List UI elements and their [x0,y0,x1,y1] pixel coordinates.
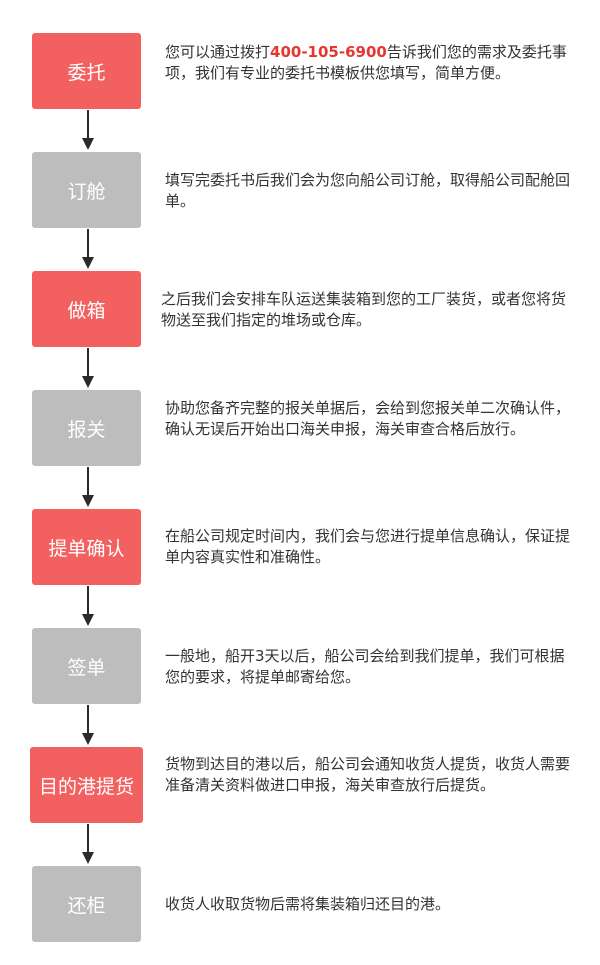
phone-number: 400-105-6900 [270,43,387,61]
arrow-down-icon [82,229,94,269]
arrow-down-icon [82,705,94,745]
step-label: 目的港提货 [38,775,134,798]
step-description-return: 收货人收取货物后需将集装箱归还目的港。 [165,895,451,913]
step-label: 报关 [67,418,106,441]
step-description-bl-confirm: 在船公司规定时间内，我们会与您进行提单信息确认，保证提单内容真实性和准确性。 [165,527,571,566]
step-box-sign: 签单 [32,628,141,704]
step-label: 提单确认 [48,537,125,560]
arrow-down-icon [82,824,94,864]
step-label: 订舱 [67,180,106,203]
step-description-customs: 协助您备齐完整的报关单据后，会给到您报关单二次确认件，确认无误后开始出口海关申报… [165,399,571,438]
step-box-bl-confirm: 提单确认 [32,509,141,585]
step-box-booking: 订舱 [32,152,141,228]
step-description-booking: 填写完委托书后我们会为您向船公司订舱，取得船公司配舱回单。 [165,171,571,210]
step-box-return: 还柜 [32,866,141,942]
arrow-down-icon [82,467,94,507]
step-box-stuffing: 做箱 [32,271,141,347]
step-label: 还柜 [67,894,106,917]
step-description-stuffing: 之后我们会安排车队运送集装箱到您的工厂装货，或者您将货物送至我们指定的堆场或仓库… [161,290,567,329]
step-description-sign: 一般地，船开3天以后，船公司会给到我们提单，我们可根据您的要求，将提单邮寄给您。 [165,647,565,686]
arrow-down-icon [82,586,94,626]
arrow-down-icon [82,110,94,150]
step-label: 委托 [67,61,106,84]
step-description-pickup: 货物到达目的港以后，船公司会通知收货人提货，收货人需要准备清关资料做进口申报，海… [165,755,571,794]
step-label: 做箱 [67,299,106,322]
step-box-commission: 委托 [32,33,141,109]
step-label: 签单 [67,656,106,679]
step-box-pickup: 目的港提货 [30,747,143,823]
step-description-commission: 您可以通过拨打400-105-6900告诉我们您的需求及委托事项，我们有专业的委… [165,43,567,82]
step-box-customs: 报关 [32,390,141,466]
arrow-down-icon [82,348,94,388]
